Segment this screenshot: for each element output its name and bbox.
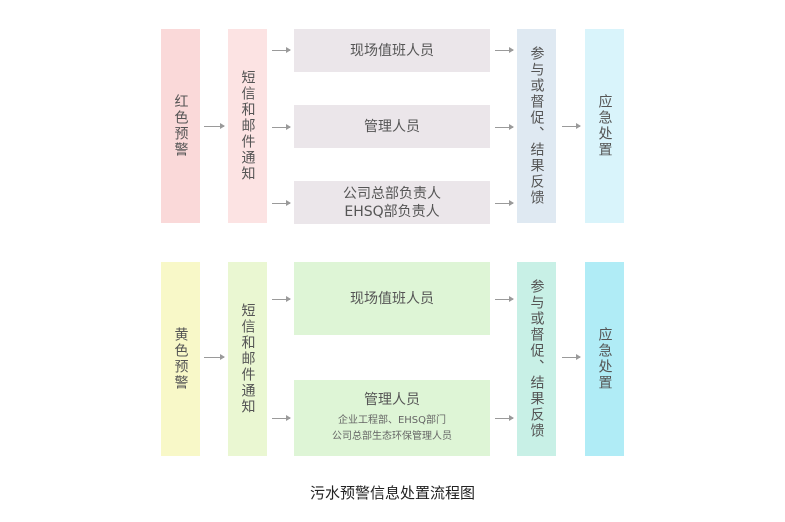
arrow-yellow-notify-to-manager [272,415,291,421]
arrow-yellow-notify-to-duty [272,296,291,302]
red-alert-box: 红色预警 [161,29,200,223]
red-notify-box: 短信和邮件通知 [228,29,267,223]
arrow-yellow-supervise-to-handle [562,354,581,360]
yellow-supervise-box: 参与或督促、结果反馈 [517,262,556,456]
arrow-yellow-duty-to-supervise [495,296,514,302]
arrow-yellow-manager-to-supervise [495,415,514,421]
red-head-box: 公司总部负责人 EHSQ部负责人 [294,181,490,224]
red-supervise-box: 参与或督促、结果反馈 [517,29,556,223]
arrow-red-head-to-supervise [495,200,514,206]
yellow-handle-box: 应急处置 [585,262,624,456]
yellow-manager-title: 管理人员 [364,392,420,408]
arrow-red-duty-to-supervise [495,47,514,53]
arrow-red-manager-to-supervise [495,124,514,130]
arrow-red-supervise-to-handle [562,123,581,129]
yellow-duty-staff-box: 现场值班人员 [294,262,490,335]
red-manager-box: 管理人员 [294,105,490,148]
arrow-red-notify-to-duty [272,47,291,53]
figure-caption: 污水预警信息处置流程图 [309,484,475,502]
arrow-yellow-alert-to-notify [204,354,225,360]
red-head-line2: EHSQ部负责人 [344,203,440,220]
red-head-line1: 公司总部负责人 [343,185,441,202]
red-handle-box: 应急处置 [585,29,624,223]
arrow-red-notify-to-head [272,200,291,206]
yellow-manager-detail2: 公司总部生态环保管理人员 [332,431,452,442]
arrow-red-alert-to-notify [204,123,225,129]
yellow-alert-box: 黄色预警 [161,262,200,456]
red-duty-staff-box: 现场值班人员 [294,29,490,72]
yellow-manager-box: 管理人员 企业工程部、EHSQ部门 公司总部生态环保管理人员 [294,380,490,456]
yellow-manager-detail1: 企业工程部、EHSQ部门 [337,415,447,426]
arrow-red-notify-to-manager [272,124,291,130]
yellow-notify-box: 短信和邮件通知 [228,262,267,456]
